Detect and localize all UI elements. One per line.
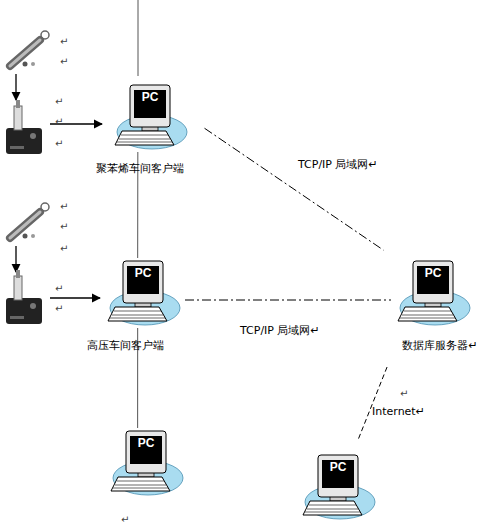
flow-arrow: [15, 246, 16, 272]
node-caption: 聚苯烯车间客户端: [55, 161, 225, 176]
computer-node: PC: [300, 452, 376, 522]
screen-label: PC: [127, 266, 159, 294]
screen-label: PC: [130, 436, 162, 464]
feed-line: [138, 0, 139, 76]
sensor-probe: [10, 203, 49, 239]
flow-arrow: [50, 297, 100, 298]
paragraph-mark: ↵: [60, 201, 68, 212]
node-caption: 高压车间客户端: [40, 338, 210, 353]
network-link: [185, 300, 391, 301]
network-link: [358, 367, 387, 441]
paragraph-mark: ↵: [121, 514, 129, 525]
paragraph-mark: ↵: [55, 116, 63, 127]
paragraph-mark: ↵: [60, 221, 68, 232]
link-label: TCP/IP 局域网↵: [240, 323, 320, 338]
network-link: [205, 128, 384, 250]
computer-node: PC数据库服务器↵: [395, 258, 471, 328]
sensor-reader: [6, 100, 42, 154]
paragraph-mark: ↵: [55, 96, 63, 107]
paragraph-mark: ↵: [60, 243, 68, 254]
sensor-reader: [6, 270, 42, 324]
link-label: TCP/IP 局域网↵: [298, 157, 378, 172]
computer-node: PC聚苯烯车间客户端: [112, 82, 188, 152]
flow-arrow: [15, 74, 16, 100]
paragraph-mark: ↵: [55, 303, 63, 314]
paragraph-mark: ↵: [55, 283, 63, 294]
screen-label: PC: [322, 460, 354, 488]
paragraph-mark: ↵: [400, 388, 408, 399]
screen-label: PC: [134, 90, 166, 118]
node-caption: 数据库服务器↵: [355, 338, 496, 353]
paragraph-mark: ↵: [55, 138, 63, 149]
sensor-probe: [10, 31, 49, 67]
paragraph-mark: ↵: [60, 56, 68, 67]
link-label: Internet↵: [372, 405, 425, 418]
screen-label: PC: [417, 266, 449, 294]
paragraph-mark: ↵: [60, 36, 68, 47]
computer-node: PC: [108, 428, 184, 498]
computer-node: PC高压车间客户端: [105, 258, 181, 328]
